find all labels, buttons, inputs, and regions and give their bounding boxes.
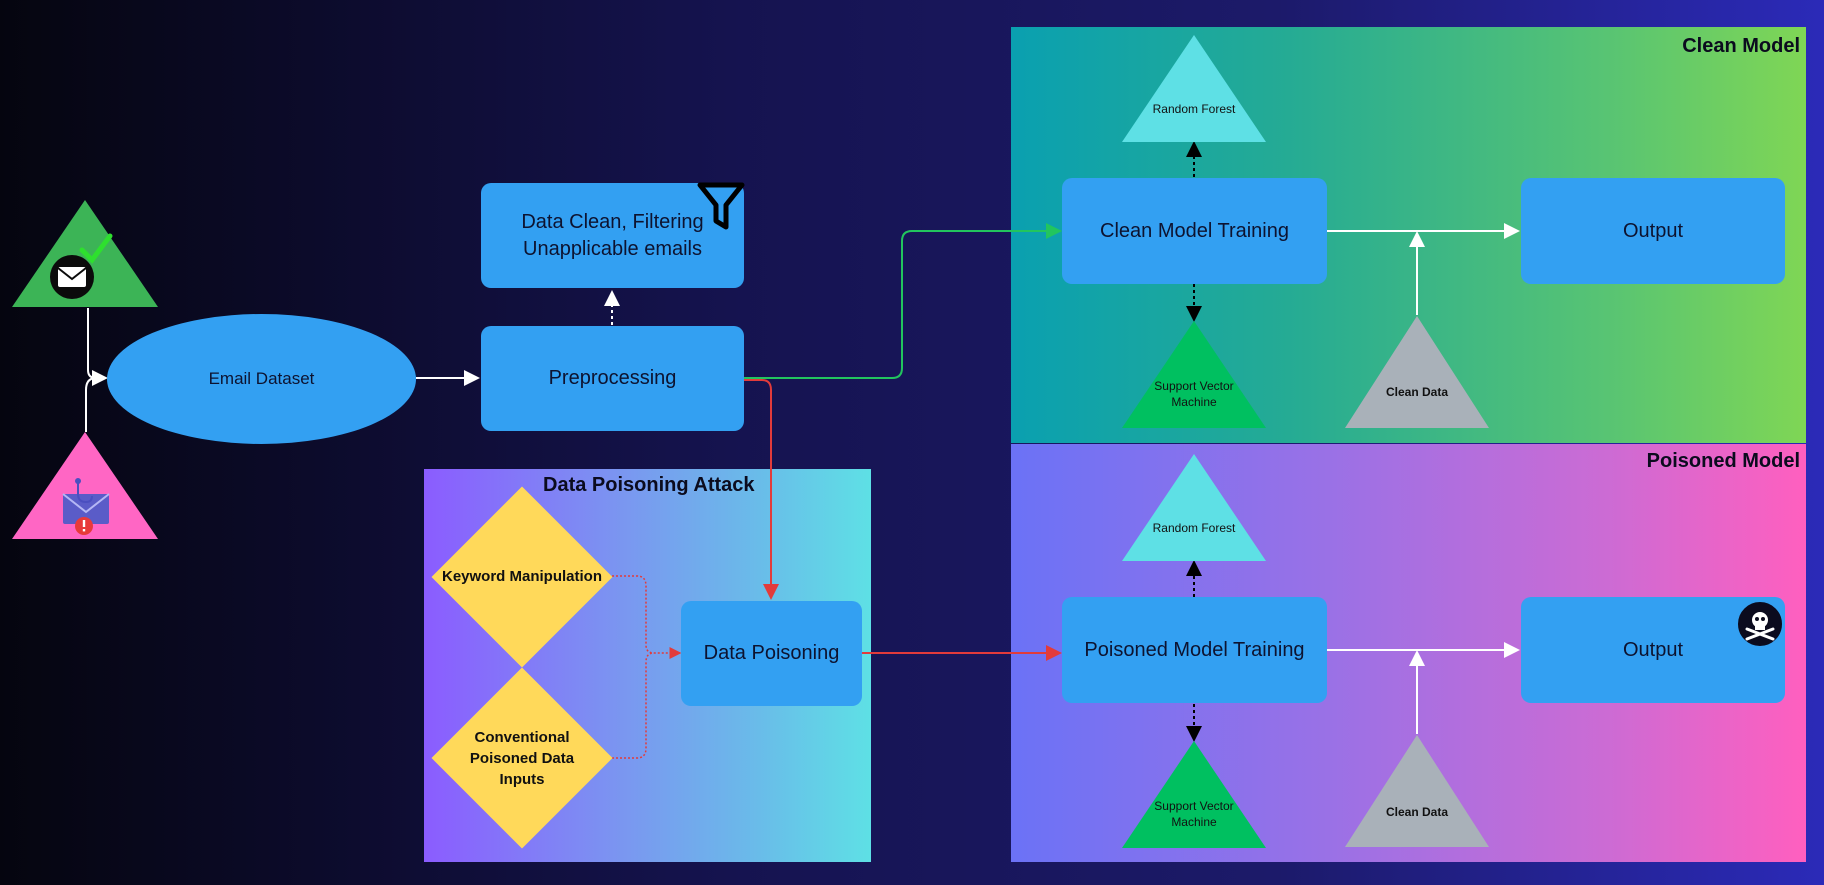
edge-keyword-to-poisoning — [612, 575, 682, 659]
clean-model-training-label: Clean Model Training — [1100, 219, 1289, 242]
clean-output-label: Output — [1622, 219, 1684, 242]
poison-random-forest-triangle — [1122, 454, 1266, 561]
poisoned-output-label: Output — [1622, 638, 1684, 661]
phishing-email-icon — [12, 432, 158, 540]
poison-svm-label: Support Vector Machine — [1154, 799, 1234, 829]
preprocessing-label: Preprocessing — [548, 367, 677, 389]
poison-svm-triangle — [1122, 741, 1266, 848]
data-clean-node[interactable]: Data Clean, Filtering Unapplicable email… — [481, 182, 745, 288]
clean-random-forest-label: Random Forest — [1152, 102, 1236, 116]
clean-svm-triangle — [1122, 321, 1266, 428]
clean-random-forest-triangle — [1122, 35, 1266, 142]
poisoned-model-title: Poisoned Model — [1646, 450, 1800, 472]
preprocessing-node[interactable]: Preprocessing — [481, 326, 744, 431]
data-clean-label: Data Clean, Filtering Unapplicable email… — [521, 210, 704, 260]
clean-data-triangle — [1345, 316, 1489, 428]
clean-output-node[interactable]: Output — [1521, 178, 1785, 284]
conventional-inputs-label: Conventional Poisoned Data Inputs — [469, 728, 575, 788]
clean-model-training-node[interactable]: Clean Model Training — [1062, 178, 1327, 284]
attack-panel-title: Data Poisoning Attack — [543, 474, 755, 496]
poison-clean-data-triangle — [1345, 735, 1489, 847]
edge-conventional-to-poisoning — [612, 652, 655, 759]
edge-legit-to-dataset — [87, 308, 108, 386]
edge-preprocessing-to-clean-training — [744, 223, 1062, 379]
data-poisoning-label: Data Poisoning — [703, 642, 840, 664]
email-dataset-label: Email Dataset — [208, 369, 315, 388]
poison-random-forest-label: Random Forest — [1152, 521, 1236, 535]
clean-model-title: Clean Model — [1682, 35, 1800, 57]
edge-phish-to-dataset — [85, 377, 97, 432]
clean-svm-label: Support Vector Machine — [1154, 379, 1234, 409]
poisoned-output-node[interactable]: Output — [1521, 597, 1785, 703]
keyword-manipulation-label: Keyword Manipulation — [441, 567, 602, 585]
poisoned-model-training-node[interactable]: Poisoned Model Training — [1062, 597, 1327, 703]
poison-clean-data-label: Clean Data — [1385, 805, 1449, 819]
email-dataset-node[interactable]: Email Dataset — [107, 314, 416, 444]
skull-crossbones-icon — [1736, 600, 1784, 648]
poisoned-model-training-label: Poisoned Model Training — [1084, 638, 1305, 661]
funnel-icon — [697, 182, 745, 230]
clean-data-label: Clean Data — [1385, 385, 1449, 399]
legit-email-icon — [12, 200, 158, 308]
edge-preprocessing-to-data-poisoning — [744, 379, 779, 600]
data-poisoning-node[interactable]: Data Poisoning — [681, 601, 862, 706]
